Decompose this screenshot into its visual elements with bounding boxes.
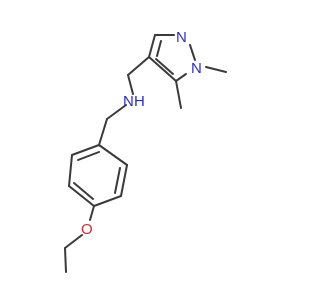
bond-ar6-ar1 xyxy=(71,144,100,156)
bond-ch2-nh xyxy=(127,74,134,95)
atom-n-pyrazole-1: N xyxy=(191,60,202,77)
bond-ch2b-ring xyxy=(98,118,108,146)
atom-n-pyrazole-1-symbol: N xyxy=(191,60,202,77)
atom-n-amine-h: H xyxy=(134,93,145,110)
bond-ar1-ar2 xyxy=(98,144,128,166)
atom-o-ether-symbol: O xyxy=(81,221,93,238)
atom-n-pyrazole-2-symbol: N xyxy=(176,29,187,46)
bond-ar4-o xyxy=(89,205,95,221)
atom-n-pyrazole-2: N xyxy=(176,29,187,46)
bond-ar3-ar4 xyxy=(93,195,122,207)
bond-n1-methyl xyxy=(205,66,227,73)
bond-c4-ch2 xyxy=(127,56,150,76)
atom-layer: N H N N O xyxy=(81,29,202,238)
bond-n1-c5 xyxy=(175,73,187,82)
bond-n2-n1 xyxy=(189,44,196,61)
atom-o-ether: O xyxy=(81,221,93,238)
bond-nh-ch2b xyxy=(106,104,127,120)
bond-ar4-ar5 xyxy=(68,185,95,207)
bond-c3-c4-inner xyxy=(156,40,162,57)
bond-c5-c4 xyxy=(148,56,177,82)
bond-c5-c4-inner xyxy=(155,58,174,75)
bond-ar2-ar3-inner xyxy=(114,167,121,194)
atom-n-amine: N H xyxy=(123,93,145,110)
bond-ch2-ch3 xyxy=(64,247,67,273)
bond-c5-methyl xyxy=(175,80,182,109)
bond-o-ch2 xyxy=(64,234,83,249)
bond-layer xyxy=(64,34,227,273)
bond-ar2-ar3 xyxy=(120,164,128,197)
bond-ar6-ar1-inner xyxy=(77,151,100,161)
bond-ar4-ar5-inner xyxy=(73,182,94,200)
bond-c3-c4 xyxy=(148,34,156,58)
molecule-structure: N H N N O xyxy=(64,29,227,273)
bond-ar5-ar6 xyxy=(68,154,73,187)
atom-n-amine-symbol: N xyxy=(123,93,134,110)
